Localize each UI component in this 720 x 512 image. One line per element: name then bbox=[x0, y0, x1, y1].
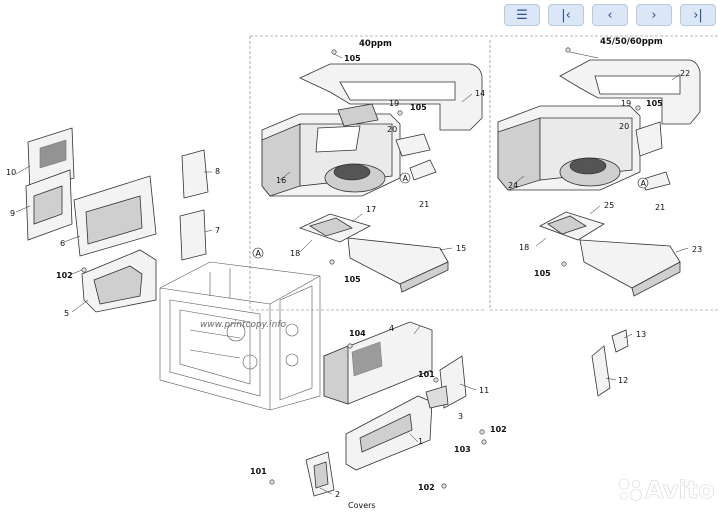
part-label-20-40ppm: 20 bbox=[387, 125, 397, 134]
viewer-toolbar: ☰ |‹ ‹ › ›| bbox=[500, 0, 720, 32]
first-page-icon: |‹ bbox=[561, 7, 571, 23]
part-label-25: 25 bbox=[604, 201, 614, 210]
previous-page-button[interactable]: ‹ bbox=[592, 4, 628, 26]
previous-page-icon: ‹ bbox=[607, 7, 613, 23]
screws bbox=[81, 47, 641, 489]
screw-label-105-b: 105 bbox=[410, 103, 427, 112]
part-label-13: 13 bbox=[636, 330, 646, 339]
avito-dots-icon bbox=[618, 478, 642, 501]
left-side-parts bbox=[25, 127, 209, 313]
part-label-21-40ppm: 21 bbox=[419, 200, 429, 209]
part-label-4: 4 bbox=[389, 324, 394, 333]
first-page-button[interactable]: |‹ bbox=[548, 4, 584, 26]
part-label-5: 5 bbox=[64, 309, 69, 318]
part-label-11: 11 bbox=[479, 386, 489, 395]
list-icon: ☰ bbox=[516, 7, 528, 23]
part-label-20-60ppm: 20 bbox=[619, 122, 629, 131]
part-labels: 1 2 3 4 5 6 7 8 9 10 11 12 13 14 15 16 1… bbox=[6, 69, 702, 499]
screw-label-102-bottom: 102 bbox=[418, 483, 435, 492]
top-cover-60ppm bbox=[497, 59, 701, 297]
next-page-icon: › bbox=[651, 7, 657, 23]
part-label-7: 7 bbox=[215, 226, 220, 235]
part-label-14: 14 bbox=[475, 89, 485, 98]
watermark-text: www.printcopy.info bbox=[200, 320, 287, 330]
callout-a-40ppm: A bbox=[403, 174, 409, 183]
screw-label-105-d: 105 bbox=[646, 99, 663, 108]
part-label-10: 10 bbox=[6, 168, 16, 177]
part-label-23: 23 bbox=[692, 245, 702, 254]
screw-label-102-right: 102 bbox=[490, 425, 507, 434]
tray-and-panel-40ppm bbox=[298, 213, 449, 293]
callout-a-60ppm: A bbox=[641, 179, 647, 188]
part-label-3: 3 bbox=[458, 412, 463, 421]
screw-label-105-e: 105 bbox=[534, 269, 551, 278]
avito-logo-text: Avito bbox=[645, 476, 715, 504]
screw-label-104: 104 bbox=[349, 329, 366, 338]
avito-logo: Avito bbox=[618, 476, 715, 504]
part-label-15: 15 bbox=[456, 244, 466, 253]
part-label-18-60ppm: 18 bbox=[519, 243, 529, 252]
part-label-22: 22 bbox=[680, 69, 690, 78]
screw-label-105-c: 105 bbox=[344, 275, 361, 284]
part-label-24: 24 bbox=[508, 181, 518, 190]
callout-markers: A A A bbox=[252, 172, 649, 259]
callout-a-frame: A bbox=[256, 249, 262, 258]
part-label-18-40ppm: 18 bbox=[290, 249, 300, 258]
last-page-icon: ›| bbox=[693, 7, 703, 23]
part-label-1: 1 bbox=[418, 437, 423, 446]
part-label-16: 16 bbox=[276, 176, 286, 185]
last-page-button[interactable]: ›| bbox=[680, 4, 716, 26]
menu-button[interactable]: ☰ bbox=[504, 4, 540, 26]
screw-label-101-upper: 101 bbox=[418, 370, 435, 379]
part-label-12: 12 bbox=[618, 376, 628, 385]
part-label-8: 8 bbox=[215, 167, 220, 176]
part-label-19-60ppm: 19 bbox=[621, 99, 631, 108]
part-label-21-60ppm: 21 bbox=[655, 203, 665, 212]
leader-lines bbox=[15, 51, 689, 495]
screw-label-105-a: 105 bbox=[344, 54, 361, 63]
screw-label-102-left: 102 bbox=[56, 271, 73, 280]
next-page-button[interactable]: › bbox=[636, 4, 672, 26]
screw-label-101-lower: 101 bbox=[250, 467, 267, 476]
screw-labels: 101 101 102 102 102 103 104 105 105 105 … bbox=[56, 54, 663, 492]
right-side-parts bbox=[305, 321, 629, 497]
main-frame bbox=[159, 261, 321, 411]
part-label-6: 6 bbox=[60, 239, 65, 248]
part-label-19-40ppm: 19 bbox=[389, 99, 399, 108]
part-label-2: 2 bbox=[335, 490, 340, 499]
panel-frames bbox=[249, 35, 720, 311]
part-label-9: 9 bbox=[10, 209, 15, 218]
model-a-header: 40ppm bbox=[359, 39, 392, 49]
diagram-caption: Covers bbox=[348, 501, 376, 510]
model-b-header: 45/50/60ppm bbox=[600, 37, 663, 47]
screw-label-103: 103 bbox=[454, 445, 471, 454]
top-cover-40ppm bbox=[261, 63, 483, 197]
part-label-17: 17 bbox=[366, 205, 376, 214]
